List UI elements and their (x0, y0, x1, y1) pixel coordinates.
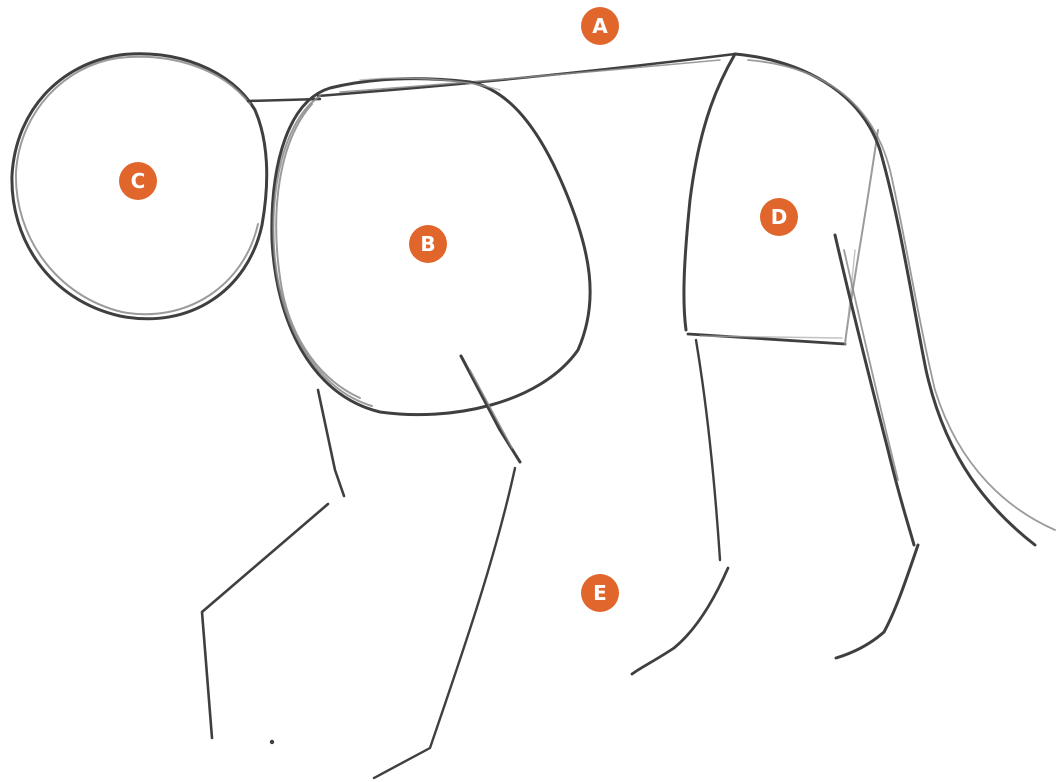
label-b-badge: B (409, 225, 447, 263)
hind-legs (632, 235, 918, 674)
label-c-badge: C (119, 162, 157, 200)
label-e-badge: E (581, 574, 619, 612)
label-a-badge: A (581, 7, 619, 45)
front-legs (202, 356, 520, 778)
pencil-dot (270, 740, 274, 744)
label-d-badge: D (760, 198, 798, 236)
back-line (318, 54, 735, 96)
